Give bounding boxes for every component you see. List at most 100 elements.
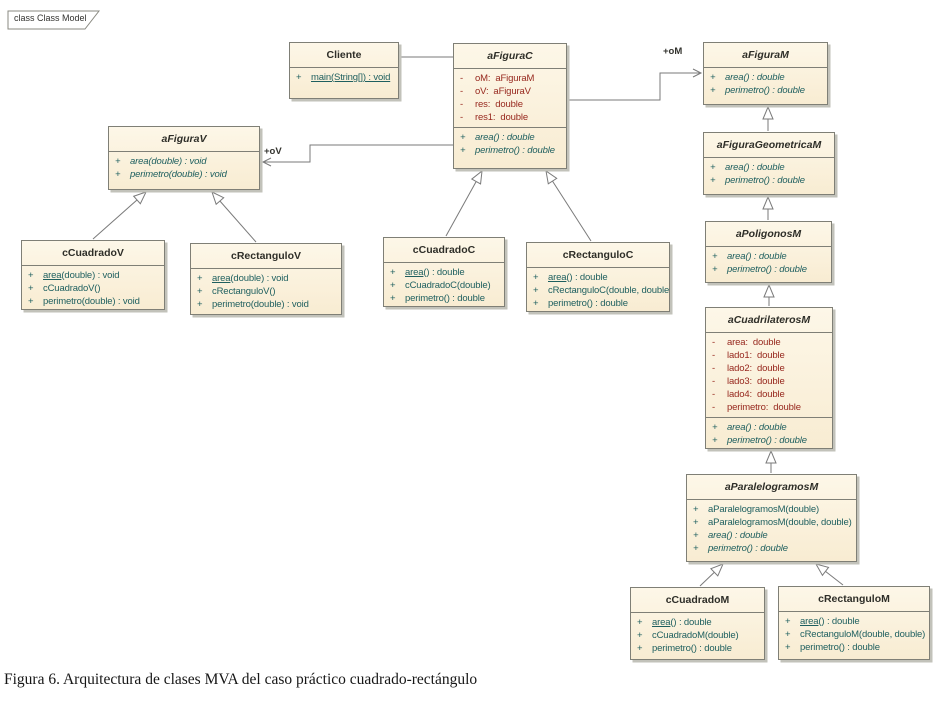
class-title: Cliente (290, 43, 398, 68)
member-line: -oM: aFiguraM (460, 73, 535, 84)
member-line: +area(double) : void (115, 156, 207, 167)
class-title: aCuadrilaterosM (706, 308, 832, 333)
member-line: +cRectanguloV() (197, 286, 276, 297)
member-line: -res: double (460, 99, 523, 110)
operations-compartment: +area(double) : void +perimetro(double) … (109, 152, 259, 189)
member-line: +perimetro() : double (637, 643, 732, 654)
class-title: aFiguraV (109, 127, 259, 152)
member-line: -lado3: double (712, 376, 785, 387)
member-line: +area(double) : void (28, 270, 120, 281)
class-title: aFiguraM (704, 43, 827, 68)
member-line: +perimetro() : double (460, 145, 555, 156)
member-line: +perimetro() : double (712, 435, 807, 446)
class-node-crectanguloc[interactable]: cRectanguloC +area() : double +cRectangu… (526, 242, 670, 312)
member-line: -lado4: double (712, 389, 785, 400)
member-line: -oV: aFiguraV (460, 86, 531, 97)
member-line: +area() : double (785, 616, 860, 627)
member-line: +perimetro(double) : void (28, 296, 140, 307)
operations-compartment: +aParalelogramosM(double) +aParalelogram… (687, 500, 856, 561)
class-node-apoligonosm[interactable]: aPoligonosM +area() : double +perimetro(… (705, 221, 832, 283)
edge-assoc-afigurac-afigurav (261, 144, 453, 167)
operations-compartment: +area() : double +cRectanguloM(double, d… (779, 612, 929, 659)
class-title: cCuadradoM (631, 588, 764, 613)
edge-gen-ccuadradoc-afigurac (445, 171, 482, 237)
class-node-afigurageometricam[interactable]: aFiguraGeometricaM +area() : double +per… (703, 132, 835, 195)
diagram-frame-tab: class Class Model (0, 0, 120, 36)
class-title: cRectanguloC (527, 243, 669, 268)
operations-compartment: +area(double) : void +cRectanguloV() +pe… (191, 269, 341, 314)
member-line: +area() : double (390, 267, 465, 278)
class-node-ccuadradov[interactable]: cCuadradoV +area(double) : void +cCuadra… (21, 240, 165, 310)
member-line: +perimetro(double) : void (115, 169, 227, 180)
member-line: -lado1: double (712, 350, 785, 361)
member-line: +perimetro() : double (712, 264, 807, 275)
role-label-ov: +oV (264, 146, 282, 157)
member-line: +perimetro() : double (710, 85, 805, 96)
edge-gen-ccuadradov-afigurav (92, 192, 146, 240)
member-line: +cCuadradoV() (28, 283, 101, 294)
figure-caption: Figura 6. Arquitectura de clases MVA del… (4, 671, 478, 688)
operations-compartment: +area() : double +perimetro() : double (706, 417, 832, 448)
member-line: +area() : double (712, 251, 787, 262)
member-line: +perimetro(double) : void (197, 299, 309, 310)
class-title: aParalelogramosM (687, 475, 856, 500)
member-line: +area() : double (637, 617, 712, 628)
member-line: +perimetro() : double (785, 642, 880, 653)
member-line: +area() : double (693, 530, 768, 541)
operations-compartment: +area() : double +cRectanguloC(double, d… (527, 268, 670, 311)
edge-gen-crectangulov-afigurav (212, 192, 257, 243)
edge-gen-crectanguloc-afigurac (546, 171, 592, 242)
member-line: +perimetro() : double (390, 293, 485, 304)
operations-compartment: +main(String[]) : void (290, 68, 398, 98)
member-line: +area(double) : void (197, 273, 289, 284)
member-line: +area() : double (710, 162, 785, 173)
member-line: -lado2: double (712, 363, 785, 374)
class-title: cRectanguloM (779, 587, 929, 612)
operations-compartment: +area() : double +perimetro() : double (706, 247, 831, 282)
member-line: +cCuadradoC(double) (390, 280, 491, 291)
class-title: aFiguraGeometricaM (704, 133, 834, 158)
member-line: -perimetro: double (712, 402, 801, 413)
member-line: +cCuadradoM(double) (637, 630, 739, 641)
frame-tab-label: class Class Model (14, 13, 87, 23)
member-line: +cRectanguloM(double, double) (785, 629, 926, 640)
member-line: +cRectanguloC(double, double) (533, 285, 670, 296)
class-title: cRectanguloV (191, 244, 341, 269)
attributes-compartment: -area: double -lado1: double -lado2: dou… (706, 333, 832, 417)
member-line: +area() : double (460, 132, 535, 143)
class-node-afiguram[interactable]: aFiguraM +area() : double +perimetro() :… (703, 42, 828, 105)
class-node-crectangulom[interactable]: cRectanguloM +area() : double +cRectangu… (778, 586, 930, 660)
operations-compartment: +area() : double +perimetro() : double (704, 68, 827, 104)
member-line: +perimetro() : double (693, 543, 788, 554)
class-node-aparalelogramosm[interactable]: aParalelogramosM +aParalelogramosM(doubl… (686, 474, 857, 562)
class-node-ccuadradoc[interactable]: cCuadradoC +area() : double +cCuadradoC(… (383, 237, 505, 307)
class-title: cCuadradoC (384, 238, 504, 263)
class-node-ccuadradom[interactable]: cCuadradoM +area() : double +cCuadradoM(… (630, 587, 765, 660)
class-title: cCuadradoV (22, 241, 164, 266)
member-line: +aParalelogramosM(double) (693, 504, 819, 515)
member-line: +main(String[]) : void (296, 72, 391, 83)
operations-compartment: +area(double) : void +cCuadradoV() +peri… (22, 266, 164, 309)
member-line: -res1: double (460, 112, 528, 123)
class-node-cliente[interactable]: Cliente +main(String[]) : void (289, 42, 399, 99)
class-node-crectangulov[interactable]: cRectanguloV +area(double) : void +cRect… (190, 243, 342, 315)
member-line: +aParalelogramosM(double, double) (693, 517, 852, 528)
edge-assoc-afigurac-afiguram (567, 68, 703, 101)
member-line: +perimetro() : double (710, 175, 805, 186)
class-node-afigurac[interactable]: aFiguraC -oM: aFiguraM -oV: aFiguraV -re… (453, 43, 567, 169)
operations-compartment: +area() : double +cCuadradoC(double) +pe… (384, 263, 504, 306)
member-line: +area() : double (710, 72, 785, 83)
edge-gen-ccuadradom-aparalelogramosm (699, 564, 723, 587)
frame-tab-border (7, 10, 101, 30)
class-title: aPoligonosM (706, 222, 831, 247)
member-line: +area() : double (533, 272, 608, 283)
operations-compartment: +area() : double +perimetro() : double (454, 127, 566, 168)
class-node-acuadrilaterosm[interactable]: aCuadrilaterosM -area: double -lado1: do… (705, 307, 833, 449)
role-label-om: +oM (663, 46, 683, 57)
class-node-afigurav[interactable]: aFiguraV +area(double) : void +perimetro… (108, 126, 260, 190)
edge-gen-crectangulom-aparalelogramosm (816, 564, 844, 586)
class-title: aFiguraC (454, 44, 566, 69)
operations-compartment: +area() : double +perimetro() : double (704, 158, 834, 194)
